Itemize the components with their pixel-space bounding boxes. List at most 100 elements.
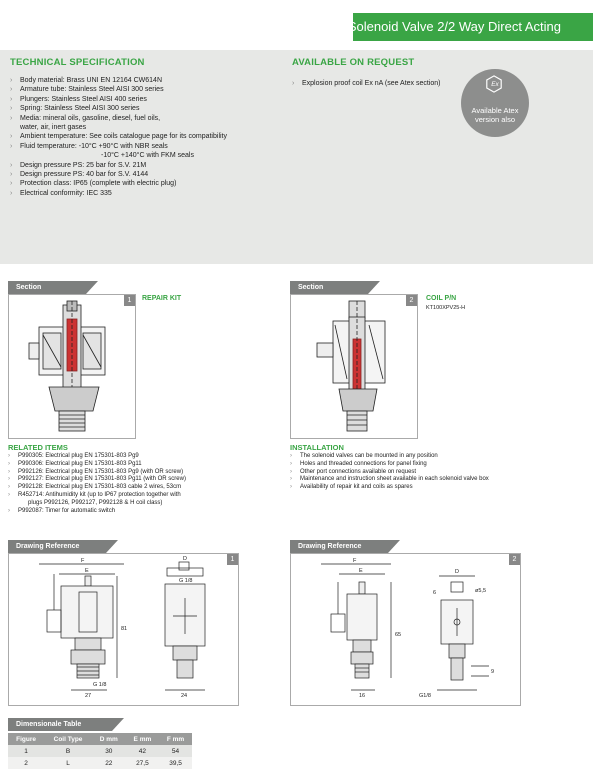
ex-symbol: Ex <box>491 81 499 88</box>
table-header: Coil Type <box>53 735 83 743</box>
tab-corner <box>112 718 124 731</box>
page-header: Solenoid Valve 2/2 Way Direct Acting <box>0 0 593 52</box>
section1-tab: Section <box>8 281 98 294</box>
spec-item: Ambient temperature: See coils catalogue… <box>8 132 288 142</box>
table-cell: 42 <box>138 747 147 755</box>
install-item: Availability of repair kit and coils as … <box>288 484 588 492</box>
spec-item: Armature tube: Stainless Steel AISI 300 … <box>8 85 288 95</box>
table-cell: L <box>66 759 70 767</box>
spec-item: Fluid temperature: -10°C +90°C with NBR … <box>8 142 288 152</box>
drawing1-box: 1 F E D G 1/8 G 1/8 <box>8 553 239 706</box>
drawing1-tab-label: Drawing Reference <box>8 540 106 553</box>
section2-tab-label: Section <box>290 281 368 294</box>
spec-item: Spring: Stainless Steel AISI 300 series <box>8 104 288 114</box>
dim-label: D <box>183 556 187 562</box>
request-list: Explosion proof coil Ex nA (see Atex sec… <box>290 79 460 89</box>
dim-label: G 1/8 <box>93 682 106 688</box>
request-item: Explosion proof coil Ex nA (see Atex sec… <box>290 79 460 89</box>
atex-badge: Ex Available Atex version also <box>461 69 529 137</box>
dim-label: E <box>85 568 89 574</box>
badge-line-2: version also <box>474 115 516 124</box>
spec-item: Design pressure PS: 25 bar for S.V. 21M <box>8 161 288 171</box>
spec-item: water, air, inert gases <box>20 124 87 132</box>
coil-pn-label: COIL P/N <box>426 295 457 302</box>
dim-label: ø5,5 <box>475 588 486 594</box>
dim-label: 65 <box>395 632 401 638</box>
related-list: P990305: Electrical plug EN 175301-803 P… <box>6 453 276 515</box>
section2-box: 2 <box>290 294 418 439</box>
tab-corner <box>86 281 98 294</box>
dim-label: 6 <box>433 590 436 596</box>
coil-pn-code: KT100XPV25-H <box>426 305 466 311</box>
related-item: plugs P992126, P992127, P992128 & H coil… <box>28 499 163 506</box>
section1-tab-label: Section <box>8 281 86 294</box>
table-cell: 2 <box>24 759 28 767</box>
drawing2-tab: Drawing Reference <box>290 540 400 553</box>
dim-label: 24 <box>181 693 187 699</box>
spec-item: -10°C +140°C with FKM seals <box>101 152 194 160</box>
dim-label: 27 <box>85 693 91 699</box>
section2-number: 2 <box>406 295 417 306</box>
dim-label: 81 <box>121 626 127 632</box>
drawing1-tab: Drawing Reference <box>8 540 118 553</box>
tab-corner <box>106 540 118 553</box>
table-cell: 39,5 <box>169 759 182 767</box>
install-item: Maintenance and instruction sheet availa… <box>288 476 588 484</box>
table-cell: 54 <box>171 747 180 755</box>
section1-valve-drawing <box>28 300 106 433</box>
table-cell: 27,5 <box>136 759 149 767</box>
spec-item: Media: mineral oils, gasoline, diesel, f… <box>8 114 288 124</box>
related-item: R452714: Antihumidity kit (up to IP67 pr… <box>6 492 276 500</box>
dim-label: 9 <box>491 669 494 675</box>
drawing2-svg: F E D ø5,5 65 6 9 16 G1/8 <box>321 558 494 699</box>
tab-corner <box>368 281 380 294</box>
table-header: E mm <box>133 735 152 743</box>
table-header: D mm <box>99 735 118 743</box>
ex-hexagon-icon <box>486 75 502 93</box>
header-bar <box>353 13 593 41</box>
dim-table-title: Dimensionale Table <box>8 718 112 731</box>
table-cell: 1 <box>24 747 28 755</box>
spec-item: Protection class: IP65 (complete with el… <box>8 179 288 189</box>
request-title: AVAILABLE ON REQUEST <box>292 57 415 68</box>
related-item: P992127: Electrical plug EN 175301-803 P… <box>6 476 276 484</box>
spec-item: Plungers: Stainless Steel AISI 400 serie… <box>8 95 288 105</box>
section1-number: 1 <box>124 295 135 306</box>
table-header: F mm <box>166 735 185 743</box>
table-header-row: Figure Coil Type D mm E mm F mm <box>8 733 192 745</box>
drawing1-svg: F E D G 1/8 G 1/8 81 27 24 <box>39 556 206 699</box>
dim-table-tab: Dimensionale Table <box>8 718 124 731</box>
dim-label: F <box>81 558 85 564</box>
table-cell: B <box>65 747 71 755</box>
section2-valve-drawing <box>316 300 386 433</box>
drawing2-number: 2 <box>509 554 520 565</box>
spec-item: Body material: Brass UNI EN 12164 CW614N <box>8 76 288 86</box>
table-cell: 30 <box>105 747 113 755</box>
table-row: 1 B 30 42 54 <box>8 745 192 757</box>
related-item: P992087: Timer for automatic switch <box>6 508 276 516</box>
related-item: P992126: Electrical plug EN 175301-803 P… <box>6 469 276 477</box>
drawing2-tab-label: Drawing Reference <box>290 540 388 553</box>
section1-box: 1 <box>8 294 136 439</box>
section2-tab: Section <box>290 281 380 294</box>
dim-label: 16 <box>359 693 365 699</box>
tech-spec-title: TECHNICAL SPECIFICATION <box>10 57 145 68</box>
dim-label: G 1/8 <box>179 578 192 584</box>
dim-label: D <box>455 569 459 575</box>
dim-table: Figure Coil Type D mm E mm F mm 1 B 30 4… <box>8 733 192 769</box>
repair-kit-label: REPAIR KIT <box>142 295 182 302</box>
tech-spec-list: Body material: Brass UNI EN 12164 CW614N… <box>8 76 288 199</box>
install-title: INSTALLATION <box>290 443 344 452</box>
install-item: Other port connections available on requ… <box>288 469 588 477</box>
drawing1-number: 1 <box>227 554 238 565</box>
install-item: Holes and threaded connections for panel… <box>288 461 588 469</box>
dim-label: F <box>353 558 357 564</box>
tab-corner <box>388 540 400 553</box>
page-title: Solenoid Valve 2/2 Way Direct Acting <box>347 19 561 34</box>
table-cell: 22 <box>105 759 113 767</box>
related-item: P990306: Electrical plug EN 175301-803 P… <box>6 461 276 469</box>
related-item: P990305: Electrical plug EN 175301-803 P… <box>6 453 276 461</box>
drawing2-box: 2 F E D ø5,5 65 <box>290 553 521 706</box>
spec-item: Design pressure PS: 40 bar for S.V. 4144 <box>8 170 288 180</box>
dim-label: E <box>359 568 363 574</box>
